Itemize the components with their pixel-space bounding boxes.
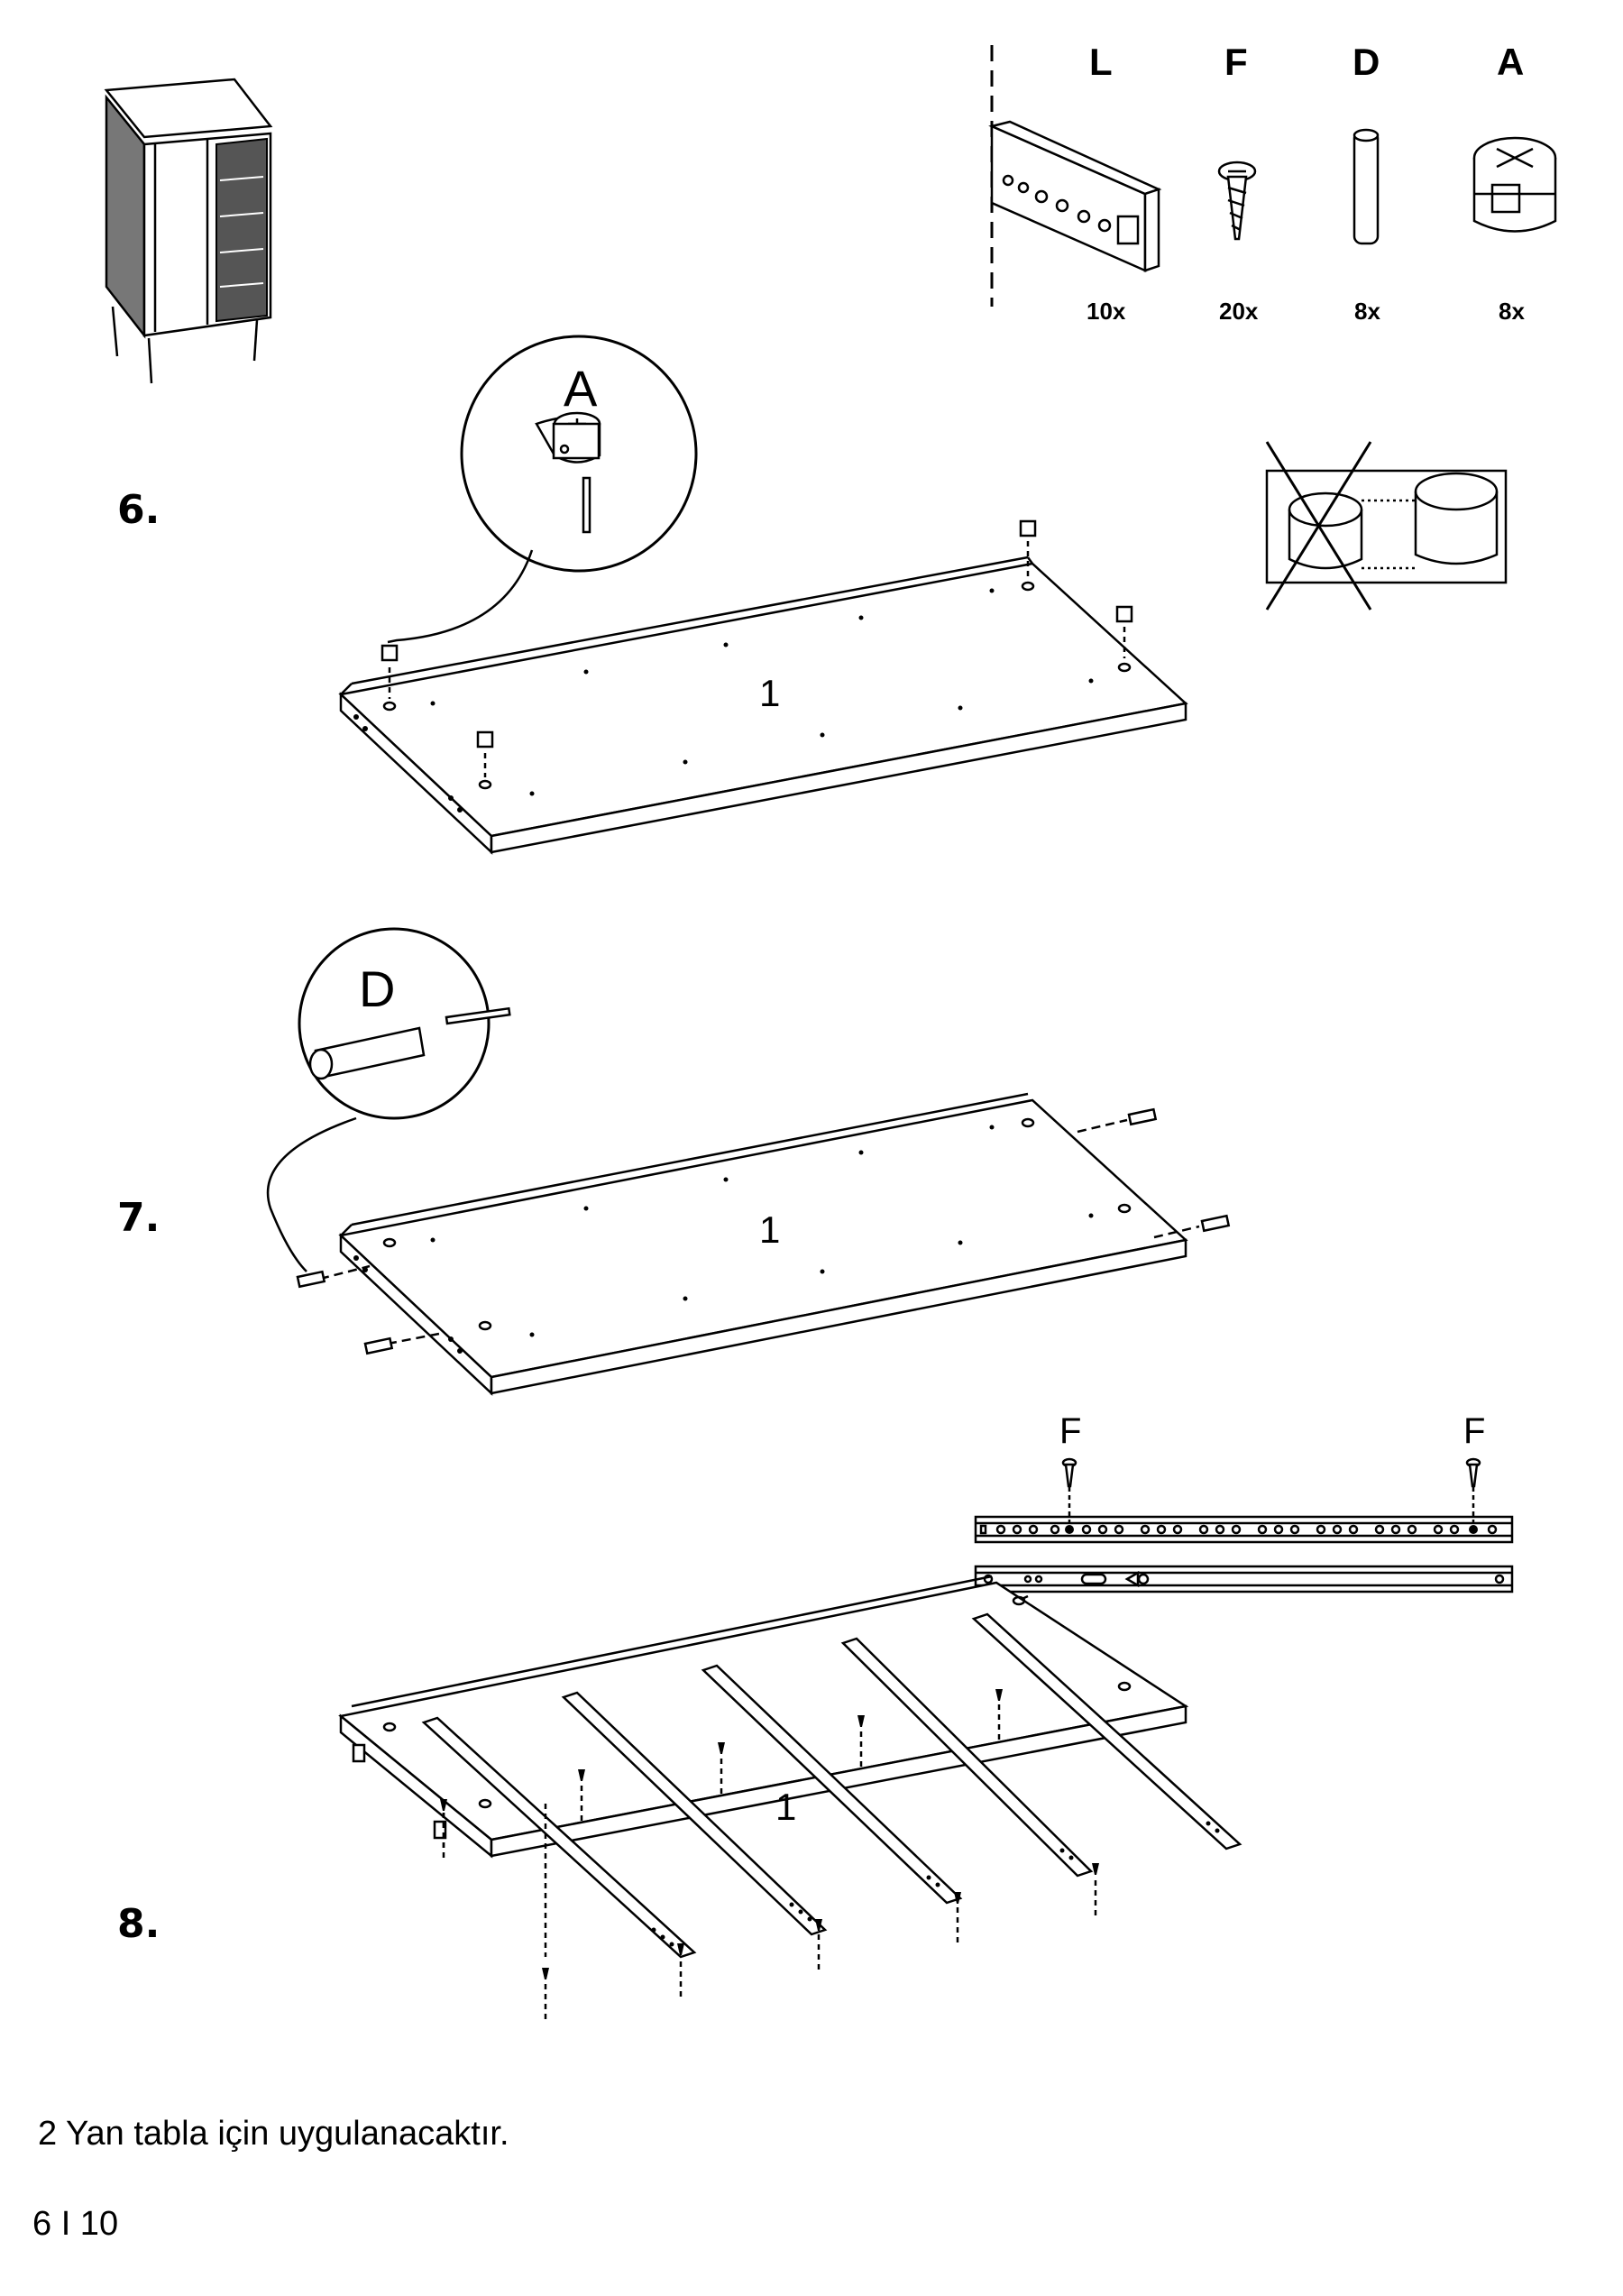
page-number: 6 I 10: [32, 2205, 119, 2243]
panel-label-step8: 1: [775, 1786, 797, 1828]
panel-label-step7: 1: [759, 1208, 781, 1251]
step-number-7: 7.: [117, 1195, 160, 1241]
panel-step8: [338, 1575, 1242, 2020]
step-number-6: 6.: [117, 487, 160, 533]
cabinet-thumbnail-icon: [104, 78, 273, 384]
rail-screw-letter-right: F: [1463, 1411, 1486, 1451]
zoom-letter-a: A: [564, 360, 598, 417]
rail-detail: [953, 1457, 1514, 1711]
screw-icon: [1217, 161, 1257, 241]
zoom-letter-d: D: [359, 960, 396, 1017]
drawer-rail-icon: [988, 120, 1162, 272]
part-letter-a: A: [1497, 41, 1525, 83]
assembly-note: 2 Yan tabla için uygulanacaktır.: [38, 2115, 509, 2153]
part-letter-l: L: [1089, 41, 1113, 83]
zoom-circle-d: [298, 927, 491, 1120]
part-letter-f: F: [1224, 41, 1248, 83]
wrong-orientation-box: [1265, 441, 1508, 611]
panel-step6: [338, 519, 1188, 855]
part-qty-d: 8x: [1354, 298, 1380, 325]
dowel-icon: [1352, 128, 1380, 245]
part-qty-a: 8x: [1499, 298, 1525, 325]
cam-lock-icon: [1472, 136, 1557, 233]
panel-step7: [296, 1092, 1231, 1396]
rail-screw-letter-left: F: [1059, 1411, 1082, 1451]
part-qty-f: 20x: [1219, 298, 1259, 325]
part-letter-d: D: [1352, 41, 1380, 83]
panel-label-step6: 1: [759, 672, 781, 714]
step-number-8: 8.: [117, 1901, 160, 1947]
part-qty-l: 10x: [1087, 298, 1126, 325]
